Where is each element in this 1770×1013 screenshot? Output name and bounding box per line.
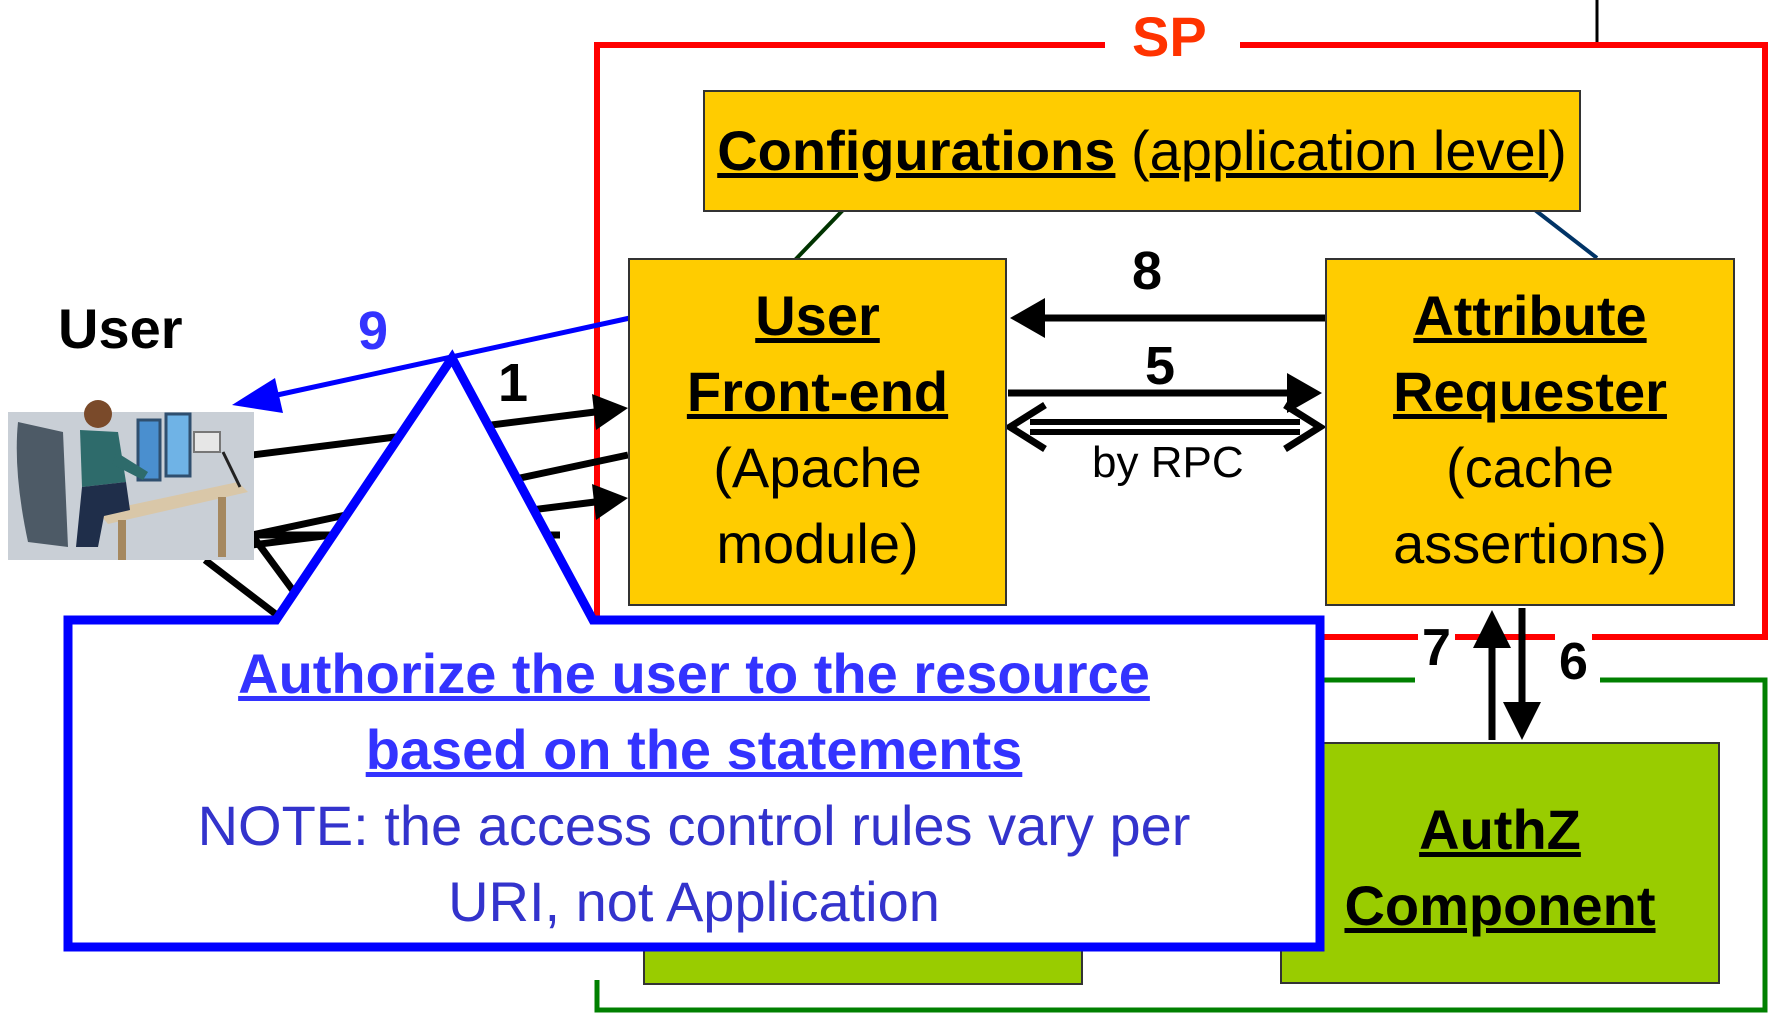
attribute-requester-box: Attribute Requester (cache assertions) [1325, 258, 1735, 606]
user-frontend-box: User Front-end (Apache module) [628, 258, 1007, 606]
user-label: User [58, 297, 183, 360]
step-6-label: 6 [1555, 632, 1592, 692]
requester-line1: Attribute [1413, 284, 1647, 347]
requester-line3: (cache [1445, 436, 1615, 499]
callout-line1: Authorize the user to the resource [238, 642, 1150, 705]
callout-line4: URI, not Application [448, 870, 940, 933]
step-5-label: 5 [1145, 336, 1176, 396]
config-open-paren: ( [1130, 119, 1150, 182]
config-close-paren: ) [1548, 119, 1567, 182]
config-to-frontend-link [793, 208, 845, 262]
callout-line2: based on the statements [365, 718, 1023, 781]
configurations-box: Configurations (application level) [703, 90, 1581, 212]
config-to-requester-link [1533, 208, 1599, 260]
configurations-title: Configurations [717, 119, 1116, 182]
sp-label: SP [1132, 5, 1207, 68]
step-8-label: 8 [1132, 241, 1163, 301]
hidden-green-box [643, 935, 1083, 985]
callout-line3: NOTE: the access control rules vary per [197, 794, 1191, 857]
arrow-9 [267, 315, 631, 400]
user-avatar [8, 400, 254, 560]
by-rpc-label: by RPC [1092, 438, 1244, 487]
step-9-label: 9 [358, 301, 389, 361]
authz-component-box: AuthZ Component [1280, 742, 1720, 984]
step-1-label: 1 [498, 353, 529, 413]
callout-box: Authorize the user to the resource based… [72, 636, 1316, 942]
step-7-label: 7 [1418, 618, 1455, 678]
arrow-1 [251, 408, 596, 459]
frontend-line2: Front-end [686, 360, 949, 423]
frontend-line4: module) [716, 512, 919, 575]
frontend-line1: User [755, 284, 880, 347]
authz-line2: Component [1344, 874, 1656, 937]
frontend-line3: (Apache [713, 436, 922, 499]
authz-line1: AuthZ [1419, 798, 1581, 861]
authz-boundary [594, 677, 1768, 1013]
requester-line4: assertions) [1393, 512, 1667, 575]
configurations-subtitle: application level [1149, 119, 1549, 182]
requester-line2: Requester [1393, 360, 1667, 423]
